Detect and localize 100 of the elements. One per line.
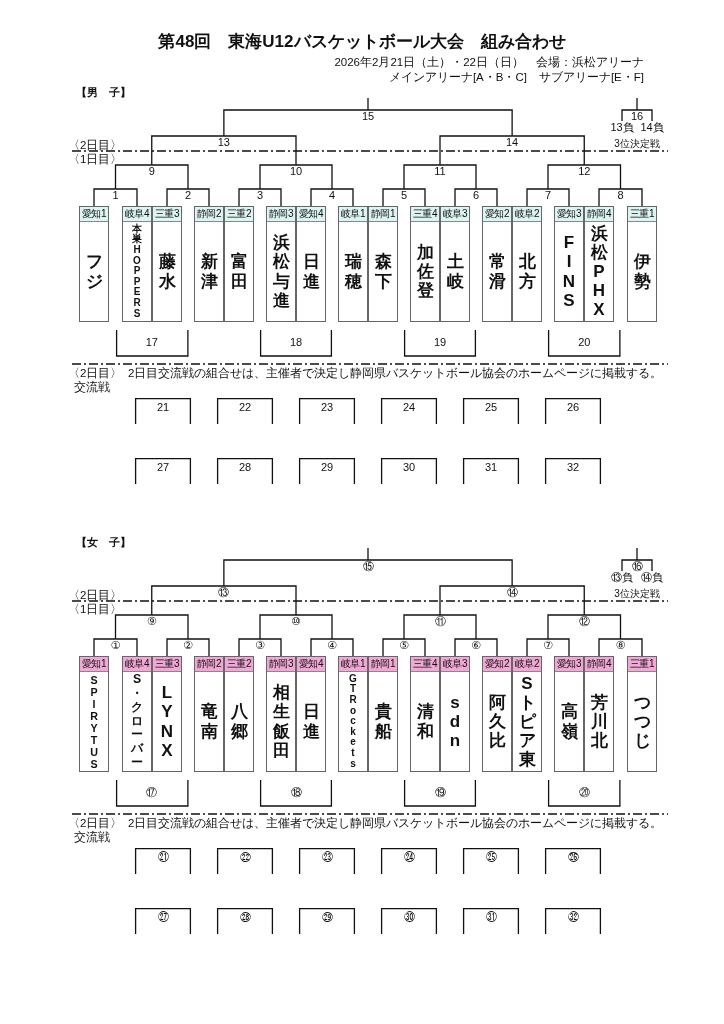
match-number: ㉒ (238, 851, 252, 864)
bracket-line (526, 638, 549, 657)
team-box (194, 206, 224, 322)
match-number: ㉛ (484, 911, 498, 924)
bracket-slot (217, 848, 273, 874)
match-number: 12 (569, 165, 600, 179)
team-name: 清和 (415, 701, 435, 743)
section-heading: 【男 子】 (76, 86, 131, 99)
prefecture-label: 愛知4 (297, 207, 325, 222)
team-box (627, 206, 657, 322)
team-name: Sトピア東 (517, 672, 537, 771)
team-name: 浜松与進 (271, 232, 291, 312)
match-number: 17 (144, 336, 159, 349)
match-number: ㉗ (156, 911, 170, 924)
team-name: 日進 (301, 701, 321, 743)
match-number: ④ (317, 639, 347, 653)
section-heading: 【女 子】 (76, 536, 131, 549)
team-box (266, 206, 296, 322)
bracket-line (223, 559, 369, 587)
day-label: 〈2日目〉 (68, 589, 123, 602)
bracket-line (151, 164, 189, 190)
match-number: ⑧ (605, 639, 636, 653)
bracket-slot (115, 330, 188, 356)
match-number: 27 (155, 461, 171, 474)
bracket-line (511, 135, 585, 166)
match-number: 25 (483, 401, 499, 414)
bracket-line (151, 585, 225, 616)
bracket-slot (217, 908, 273, 934)
prefecture-label: 静岡4 (585, 657, 613, 672)
team-name: 富田 (229, 251, 249, 293)
match-number: 13 (208, 136, 239, 150)
match-number: ⑩ (281, 615, 311, 629)
bracket-line (619, 638, 643, 657)
prefecture-label: 岐阜2 (513, 657, 541, 672)
prefecture-label: 三重3 (153, 657, 181, 672)
prefecture-label: 愛知2 (483, 657, 511, 672)
bracket-line (331, 638, 354, 657)
match-number: ㉜ (566, 911, 580, 924)
bracket-line (621, 109, 638, 122)
bracket-slot (260, 330, 332, 356)
bracket-line (93, 638, 117, 657)
bracket-slot (135, 908, 191, 934)
match-number: ⑨ (136, 615, 167, 629)
bracket-slot (463, 848, 519, 874)
prefecture-label: 愛知1 (80, 207, 108, 222)
bracket-slot (548, 330, 621, 356)
bracket-line (439, 614, 477, 640)
team-box (368, 206, 398, 322)
prefecture-label: 静岡1 (369, 207, 397, 222)
team-box (410, 206, 440, 322)
match-number: ③ (245, 639, 275, 653)
bracket-line (151, 135, 225, 166)
match-number: 15 (353, 110, 383, 124)
bracket-line (151, 614, 189, 640)
prefecture-label: 三重1 (628, 207, 656, 222)
prefecture-label: 岐阜4 (123, 657, 151, 672)
team-box (122, 656, 152, 772)
match-number: 14 (497, 136, 528, 150)
match-number: 32 (565, 461, 581, 474)
bracket-slot (463, 908, 519, 934)
bracket-line (310, 638, 333, 657)
prefecture-label: 三重4 (411, 657, 439, 672)
team-box (554, 656, 584, 772)
bracket-line (114, 188, 138, 207)
match-number: ① (100, 639, 131, 653)
match-number: 30 (401, 461, 417, 474)
team-name: 伊勢 (632, 251, 652, 293)
prefecture-label: 三重2 (225, 207, 253, 222)
bracket-slot (217, 398, 273, 424)
match-number: ⑮ (353, 560, 383, 574)
team-box (512, 656, 542, 772)
bracket-line (439, 135, 513, 166)
match-number: ⑪ (425, 615, 455, 629)
match-number: 5 (389, 189, 419, 203)
team-name: 貴船 (373, 701, 393, 743)
bracket-line (187, 188, 210, 207)
loser-label: 14負 (637, 121, 667, 135)
team-box (224, 206, 254, 322)
team-name: sdn (448, 691, 462, 752)
bracket-line (367, 559, 513, 587)
match-number: 3 (245, 189, 275, 203)
bracket-slot (135, 398, 191, 424)
bracket-slot (381, 908, 437, 934)
bracket-slot (299, 908, 355, 934)
team-name: 新津 (199, 251, 219, 293)
team-name: LYNX (159, 682, 175, 762)
bracket-line (166, 188, 189, 207)
bracket-line (238, 638, 261, 657)
match-number: 31 (483, 461, 499, 474)
match-number: ⑰ (145, 786, 159, 799)
bracket-slot (463, 398, 519, 424)
bracket-line (439, 164, 477, 190)
bracket-line (331, 188, 354, 207)
prefecture-label: 三重2 (225, 657, 253, 672)
bracket-line (403, 164, 441, 190)
prefecture-label: 愛知1 (80, 657, 108, 672)
prefecture-label: 静岡3 (267, 657, 295, 672)
match-number: 29 (319, 461, 335, 474)
team-box (152, 656, 182, 772)
team-name: 常滑 (487, 251, 507, 293)
